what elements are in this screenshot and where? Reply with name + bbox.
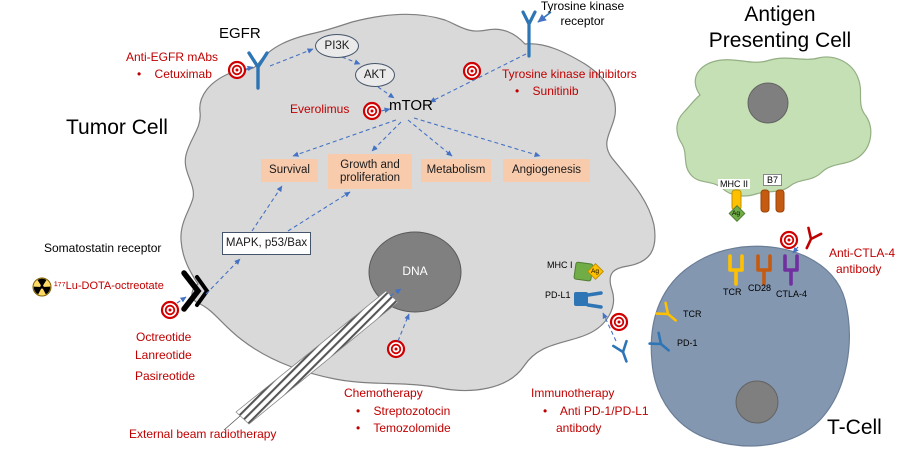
apc-title-line1: Antigen [744,3,816,26]
pdl1-label: PD-L1 [545,290,571,300]
tumor-cell-title: Tumor Cell [66,116,168,139]
b7-icon-1 [760,189,770,213]
anti-ctla4-label-line2: antibody [836,262,882,276]
anti-ctla4-label-line1: Anti-CTLA-4 [829,246,896,260]
tyrosine-kinase-receptor-label-line2: receptor [560,14,605,28]
ebrt-label: External beam radiotherapy [129,427,277,441]
tk-label-arrow [537,11,552,23]
apc-nucleus [747,82,789,124]
egfr-label: EGFR [219,25,261,42]
pathway-arrows [176,48,799,342]
antigen-label-mhc1: Ag [591,268,599,275]
antigen-label-synapse: Ag [732,210,740,217]
apc-shape [676,56,872,197]
anti-ctla4-target-icon [779,230,799,250]
chemo-target-icon [386,339,406,359]
mhc1-complex-icon [573,261,604,282]
pdl1-icon [574,291,603,309]
apc-title-line2: Presenting Cell [708,29,852,52]
tyrosine-kinase-receptor-icon [521,10,537,58]
somatostatin-receptor-icon [181,270,210,312]
outcome-growth-proliferation: Growth and proliferation [328,154,412,189]
b7-label: B7 [763,174,783,187]
tcr-synapse-icon [728,254,744,286]
immunotherapy-label-line1: Immunotherapy [531,386,615,400]
tki-target-icon [462,61,482,81]
tumor-cell-shape [180,13,656,392]
somatostatin-receptor-label: Somatostatin receptor [44,241,162,255]
ctla4-icon [783,254,799,286]
b7-icon-2 [775,189,785,213]
antigen-icon-synapse [728,205,746,222]
t-cell-shape [650,245,850,447]
tyrosine-kinase-receptor-label-line1: Tyrosine kinase [540,0,625,13]
ssa-label-octreotide: Octreotide [136,330,192,344]
outcome-survival: Survival [261,159,318,182]
anti-egfr-target-icon [227,60,247,80]
mhc2-label: MHC II [718,179,750,190]
chemotherapy-item-streptozotocin: • Streptozotocin [356,404,451,418]
anti-egfr-label-line2: • Cetuximab [137,67,212,81]
cd28-label: CD28 [748,283,772,293]
egfr-receptor-icon [247,51,269,90]
immunotherapy-label-line3: antibody [556,421,602,435]
chemotherapy-label: Chemotherapy [344,386,423,400]
ludota-target-icon [160,300,180,320]
tki-label-line1: Tyrosine kinase inhibitors [502,67,637,81]
tcr-synapse-label: TCR [723,287,742,297]
chemotherapy-item-temozolomide: • Temozolomide [356,421,451,435]
ebrt-leader-line [223,415,241,431]
mtor-label: mTOR [389,97,433,114]
anti-ctla4-antibody-icon [799,226,823,253]
mhc1-label: MHC I [547,260,573,270]
radioactive-icon [32,277,52,297]
outcome-metabolism: Metabolism [421,159,491,182]
everolimus-label: Everolimus [290,102,350,116]
t-cell-nucleus [735,380,779,424]
radiotherapy-beam [235,290,399,425]
immuno-target-icon [609,312,629,332]
t-cell-title: T-Cell [827,416,882,439]
tcr-left-label: TCR [683,309,702,319]
mapk-box: MAPK, p53/Bax [222,232,311,255]
dna-label: DNA [402,264,428,278]
akt-node: AKT [355,63,395,87]
outcome-angiogenesis: Angiogenesis [503,159,590,182]
ludota-label: ¹⁷⁷Lu-DOTA-octreotate [54,280,164,292]
ssa-label-pasireotide: Pasireotide [135,369,196,383]
immunotherapy-label-line2: • Anti PD-1/PD-L1 [543,404,649,418]
tki-label-line2: • Sunitinib [515,84,579,98]
ctla4-label: CTLA-4 [776,289,808,299]
cd28-icon [756,254,772,286]
anti-egfr-label-line1: Anti-EGFR mAbs [126,50,219,64]
everolimus-target-icon [362,101,382,121]
immunotherapy-antibody-icon [612,339,635,366]
ssa-label-lanreotide: Lanreotide [135,348,192,362]
dna-shape [368,231,462,313]
pi3k-node: PI3K [315,34,359,58]
pd1-label: PD-1 [677,338,698,348]
